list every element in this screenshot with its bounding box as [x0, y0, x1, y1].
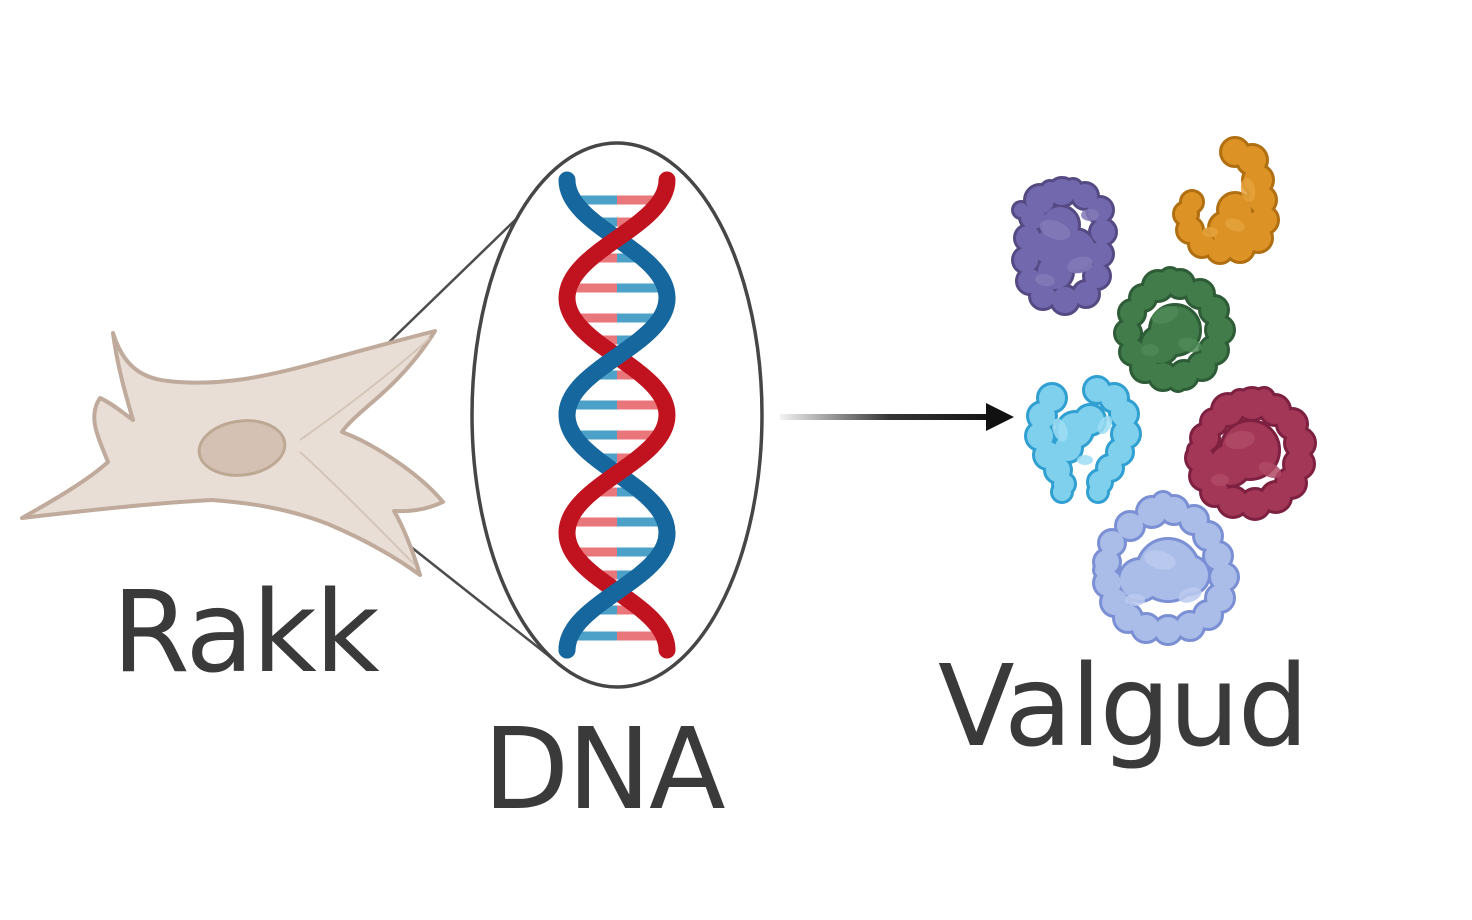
dna-strand-red — [558, 171, 676, 659]
cyan-protein — [1027, 378, 1139, 501]
green-protein — [1116, 269, 1233, 390]
cyan-protein-texture — [1052, 415, 1113, 465]
maroon-protein — [1187, 389, 1314, 518]
periwinkle-protein-texture — [1125, 550, 1202, 606]
dna-strand-blue-weave — [558, 289, 676, 659]
arrow — [780, 403, 1014, 431]
orange-protein — [1175, 139, 1277, 262]
dna-label: DNA — [483, 705, 726, 835]
purple-protein-texture — [1035, 209, 1099, 287]
green-protein-texture — [1141, 306, 1202, 356]
purple-protein — [1014, 179, 1115, 313]
periwinkle-protein — [1095, 493, 1237, 643]
proteins-label: Valgud — [938, 642, 1309, 772]
arrow-head — [986, 403, 1014, 431]
magnifier-ellipse — [470, 141, 764, 689]
cell-illustration — [20, 329, 445, 577]
orange-protein-texture — [1202, 178, 1256, 237]
protein-blobs — [1014, 139, 1314, 643]
maroon-protein-texture — [1211, 430, 1282, 486]
cell-nucleus — [197, 419, 287, 477]
cell-label: Rakk — [112, 568, 380, 698]
dna-illustration — [558, 171, 676, 659]
cell-shading-lines — [299, 337, 431, 566]
